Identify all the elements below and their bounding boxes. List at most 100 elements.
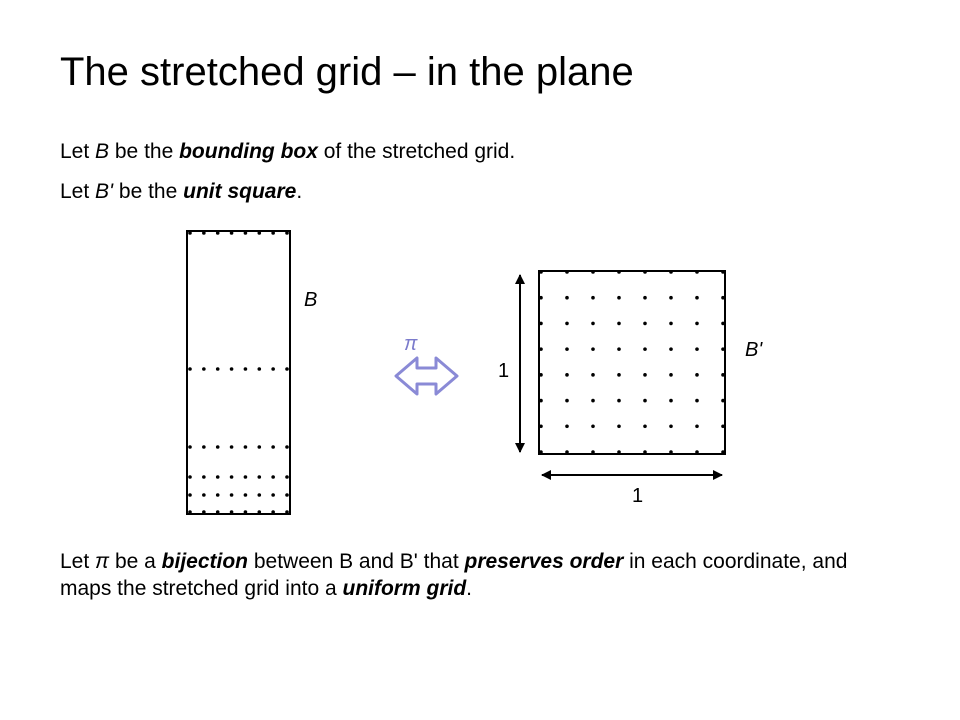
slide-title: The stretched grid – in the plane bbox=[60, 50, 634, 94]
uniform-grid-point bbox=[643, 295, 647, 300]
stretched-grid-point bbox=[257, 510, 262, 514]
term-unit-square: unit square bbox=[183, 180, 297, 203]
uniform-grid-point bbox=[617, 424, 621, 429]
uniform-grid-point bbox=[695, 450, 699, 454]
label-b: B bbox=[304, 289, 317, 311]
uniform-grid-point bbox=[565, 347, 569, 351]
uniform-grid-point bbox=[643, 398, 647, 403]
text: . bbox=[466, 577, 472, 600]
uniform-grid-point bbox=[591, 321, 595, 326]
uniform-grid-point bbox=[643, 373, 647, 377]
stretched-grid-point bbox=[188, 493, 192, 497]
uniform-grid-point bbox=[721, 373, 725, 377]
stretched-grid-point bbox=[285, 493, 289, 497]
var-b: B bbox=[95, 140, 110, 163]
uniform-grid-point bbox=[565, 373, 569, 377]
stretched-grid-point bbox=[257, 367, 262, 371]
unit-square-box bbox=[538, 270, 726, 455]
stretched-grid-point bbox=[243, 510, 248, 514]
term-bijection: bijection bbox=[161, 550, 248, 573]
stretched-grid-point bbox=[243, 445, 248, 449]
stretched-grid-point bbox=[243, 231, 248, 235]
stretched-grid-point bbox=[243, 493, 248, 497]
uniform-grid-point bbox=[695, 347, 699, 351]
stretched-grid-point bbox=[257, 493, 262, 497]
stretched-grid-point bbox=[285, 367, 289, 371]
uniform-grid-point bbox=[591, 373, 595, 377]
text: Let bbox=[60, 140, 96, 163]
stretched-grid-point bbox=[215, 367, 220, 371]
text: be the bbox=[113, 180, 184, 203]
uniform-grid-point bbox=[695, 398, 699, 403]
uniform-grid-point bbox=[669, 270, 673, 274]
stretched-grid-point bbox=[271, 510, 275, 514]
uniform-grid-point bbox=[539, 295, 543, 300]
uniform-grid-point bbox=[539, 270, 543, 274]
uniform-grid-point bbox=[539, 373, 543, 377]
label-width: 1 bbox=[632, 485, 643, 507]
uniform-grid-point bbox=[695, 295, 699, 300]
term-bounding-box: bounding box bbox=[179, 140, 318, 163]
stretched-grid-point bbox=[215, 510, 220, 514]
uniform-grid-point bbox=[539, 321, 543, 326]
var-pi: π bbox=[95, 550, 110, 573]
uniform-grid-point bbox=[643, 347, 647, 351]
uniform-grid-point bbox=[721, 295, 725, 300]
uniform-grid-point bbox=[565, 424, 569, 429]
stretched-grid-point bbox=[271, 445, 275, 449]
uniform-grid-point bbox=[617, 373, 621, 377]
stretched-grid-point bbox=[188, 445, 192, 449]
stretched-grid-point bbox=[188, 367, 192, 371]
stretched-grid-point bbox=[285, 231, 289, 235]
stretched-grid-point bbox=[202, 445, 206, 449]
text: Let bbox=[60, 550, 96, 573]
stretched-grid-point bbox=[229, 231, 234, 235]
stretched-grid-point bbox=[271, 231, 275, 235]
var-b-prime: B' bbox=[95, 180, 114, 203]
uniform-grid-point bbox=[721, 424, 725, 429]
uniform-grid-point bbox=[539, 450, 543, 454]
stretched-grid-point bbox=[202, 231, 206, 235]
uniform-grid-point bbox=[565, 321, 569, 326]
double-arrow-icon bbox=[394, 356, 459, 396]
bijection-paragraph: Let π be a bijection between B and B' th… bbox=[60, 548, 880, 602]
stretched-grid-point bbox=[285, 475, 289, 479]
uniform-grid-point bbox=[617, 321, 621, 326]
uniform-grid-point bbox=[591, 270, 595, 274]
uniform-grid-point bbox=[669, 424, 673, 429]
uniform-grid-point bbox=[721, 450, 725, 454]
label-b-prime: B' bbox=[745, 339, 763, 361]
uniform-grid-point bbox=[617, 270, 621, 274]
uniform-grid-point bbox=[721, 321, 725, 326]
label-height: 1 bbox=[498, 360, 509, 382]
text: between B and B' that bbox=[248, 550, 465, 573]
uniform-grid-point bbox=[591, 347, 595, 351]
uniform-grid-point bbox=[591, 424, 595, 429]
uniform-grid-point bbox=[669, 398, 673, 403]
uniform-grid-point bbox=[565, 398, 569, 403]
label-pi: π bbox=[404, 333, 418, 355]
text: of the stretched grid. bbox=[317, 140, 516, 163]
uniform-grid-point bbox=[591, 295, 595, 300]
stretched-grid-point bbox=[257, 445, 262, 449]
uniform-grid-point bbox=[669, 295, 673, 300]
stretched-grid-point bbox=[215, 445, 220, 449]
uniform-grid-points bbox=[539, 270, 725, 454]
uniform-grid-point bbox=[539, 424, 543, 429]
uniform-grid-point bbox=[669, 373, 673, 377]
unit-square-sentence: Let B' be the unit square. bbox=[60, 178, 302, 205]
uniform-grid-point bbox=[591, 398, 595, 403]
stretched-grid-point bbox=[285, 510, 289, 514]
uniform-grid-point bbox=[617, 450, 621, 454]
stretched-grid-point bbox=[215, 475, 220, 479]
text: Let bbox=[60, 180, 96, 203]
stretched-grid-point bbox=[215, 231, 220, 235]
uniform-grid-point bbox=[643, 424, 647, 429]
uniform-grid-point bbox=[539, 398, 543, 403]
stretched-grid-point bbox=[229, 445, 234, 449]
stretched-grid-box bbox=[186, 230, 291, 515]
uniform-grid-point bbox=[695, 424, 699, 429]
stretched-grid-points bbox=[188, 231, 289, 514]
stretched-grid-point bbox=[188, 231, 192, 235]
